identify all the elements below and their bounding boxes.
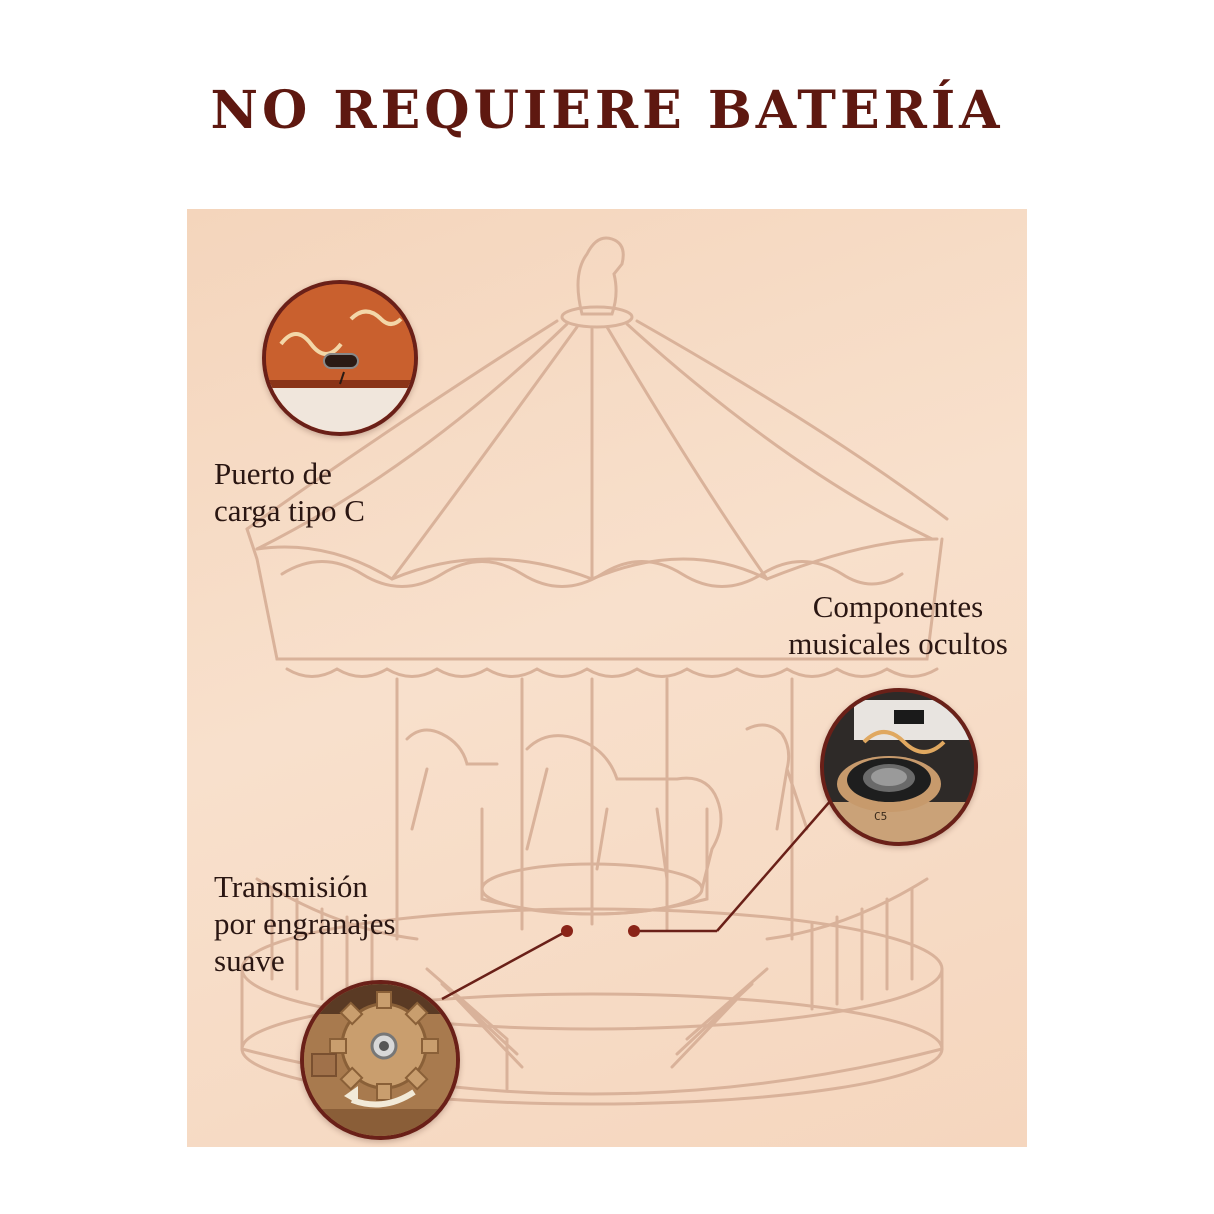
usb-c-port-closeup (262, 280, 418, 436)
music-module-closeup: C5 (820, 688, 978, 846)
music-module-label: C5 (874, 810, 888, 823)
gear-icon (304, 984, 456, 1136)
gear-caption-line1: Transmisión (214, 869, 368, 904)
usb-port-caption-line2: carga tipo C (214, 493, 365, 528)
gear-closeup (300, 980, 460, 1140)
speaker-icon (824, 692, 974, 842)
music-module-caption-line2: musicales ocultos (788, 626, 1008, 661)
usb-port-caption: Puerto de carga tipo C (214, 455, 365, 529)
usb-c-port-icon (266, 284, 414, 432)
carousel-illustration (240, 236, 949, 1106)
music-module-caption: Componentes musicales ocultos (778, 588, 1018, 662)
gear-caption-line2: por engranajes (214, 906, 396, 941)
page-title: NO REQUIERE BATERÍA (210, 80, 1004, 141)
music-module-caption-line1: Componentes (812, 589, 984, 624)
usb-port-caption-line1: Puerto de (214, 456, 332, 491)
gear-caption: Transmisión por engranajes suave (214, 868, 396, 979)
gear-caption-line3: suave (214, 943, 285, 978)
